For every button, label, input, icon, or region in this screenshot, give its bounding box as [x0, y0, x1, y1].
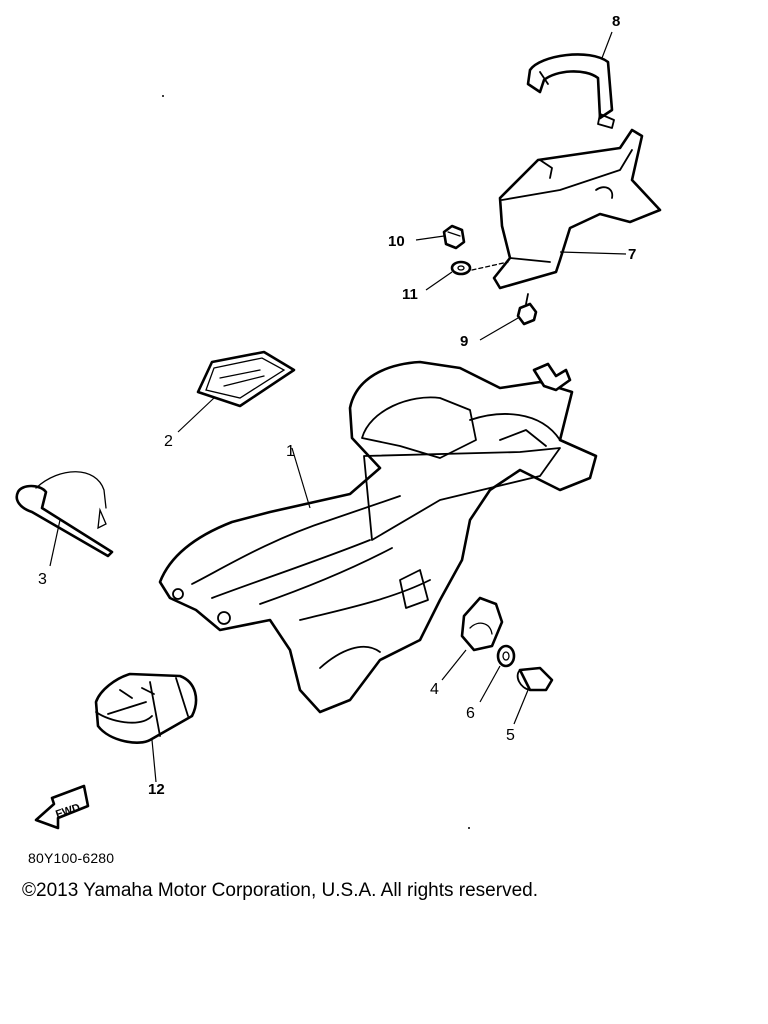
callout-12: 12 — [148, 781, 165, 798]
callout-3: 3 — [38, 571, 47, 588]
exploded-parts-diagram: 8 7 10 11 9 2 — [15, 13, 662, 830]
part-7-bracket — [492, 128, 662, 290]
callout-4: 4 — [430, 681, 439, 698]
part-5-bolt — [516, 666, 554, 692]
part-11-washer — [450, 260, 509, 276]
part-3-pin-lanyard — [15, 471, 114, 558]
callout-2: 2 — [164, 433, 173, 450]
callout-10: 10 — [388, 233, 405, 250]
callout-8: 8 — [612, 13, 620, 30]
part-6-washer — [496, 644, 516, 668]
part-1-main-cover — [158, 360, 598, 714]
callout-9: 9 — [460, 333, 468, 350]
callout-11: 11 — [402, 286, 418, 303]
part-8-strap — [526, 53, 615, 129]
copyright-notice: ©2013 Yamaha Motor Corporation, U.S.A. A… — [22, 880, 538, 901]
callout-6: 6 — [466, 705, 475, 722]
callout-5: 5 — [506, 727, 515, 744]
part-4-clamp — [460, 596, 504, 652]
part-9-bolt — [516, 293, 538, 326]
part-10-nut — [442, 224, 466, 250]
part-12-battery-case — [94, 672, 198, 744]
callout-1: 1 — [286, 443, 295, 460]
callout-7: 7 — [628, 246, 636, 263]
drawing-code: 80Y100-6280 — [28, 850, 115, 866]
part-2-plate — [196, 350, 296, 408]
fwd-arrow-icon: FWD — [34, 784, 90, 830]
